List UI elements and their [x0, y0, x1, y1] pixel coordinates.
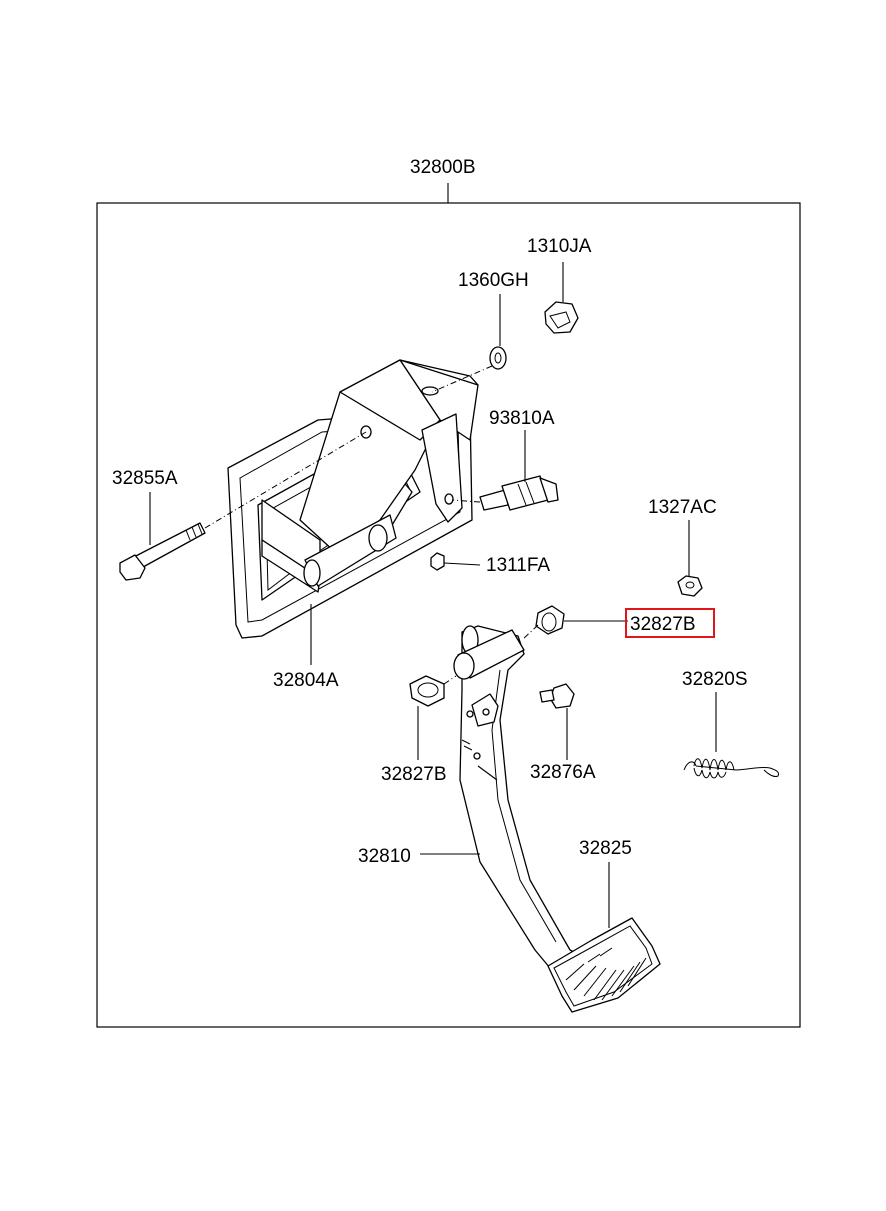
- bushing-32827B-left: [409, 675, 445, 707]
- stop-switch-93810A: [479, 475, 559, 511]
- label-1310JA[interactable]: 1310JA: [527, 236, 592, 257]
- washer-1360GH: [489, 346, 507, 370]
- bushing-axis-dash: [521, 624, 539, 641]
- pedal-arm-32810: [453, 625, 591, 981]
- nut-1327AC: [677, 575, 703, 597]
- bushing-left-axis-dash: [443, 675, 457, 685]
- label-32876A[interactable]: 32876A: [530, 762, 596, 783]
- label-32800B[interactable]: 32800B: [410, 157, 476, 178]
- label-32804A[interactable]: 32804A: [273, 670, 339, 691]
- label-32820S[interactable]: 32820S: [682, 669, 748, 690]
- label-32855A[interactable]: 32855A: [112, 468, 178, 489]
- return-spring-32820S: [683, 758, 779, 779]
- label-93810A[interactable]: 93810A: [489, 408, 555, 429]
- pedal-pad-32825: [547, 917, 661, 1013]
- bracket-32804A: [227, 359, 479, 639]
- label-32827B-highlighted[interactable]: 32827B: [630, 614, 696, 635]
- label-1311FA[interactable]: 1311FA: [486, 555, 550, 576]
- label-32827B[interactable]: 32827B: [381, 764, 447, 785]
- highlight-box: [625, 608, 715, 638]
- label-1360GH[interactable]: 1360GH: [458, 270, 529, 291]
- bolt-axis-dash: [204, 431, 367, 529]
- label-32825[interactable]: 32825: [579, 838, 632, 859]
- nut-1311FA: [430, 552, 445, 571]
- washer-axis-dash: [431, 365, 493, 393]
- stopper-32876A: [539, 683, 575, 709]
- label-32810[interactable]: 32810: [358, 846, 411, 867]
- bushing-32827B-right: [535, 605, 565, 635]
- label-1327AC[interactable]: 1327AC: [648, 497, 717, 518]
- switch-axis-dash: [451, 499, 481, 503]
- nut-1310JA: [544, 301, 579, 334]
- leader-1311FA: [443, 562, 481, 566]
- bolt-32855A: [119, 522, 206, 581]
